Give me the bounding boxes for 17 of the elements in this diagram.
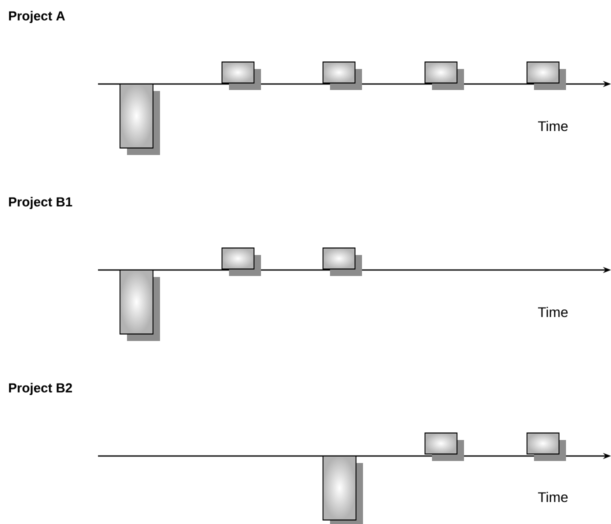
tall-box xyxy=(322,456,363,524)
axis-label: Time xyxy=(538,120,568,132)
small-box xyxy=(222,248,261,276)
small-box xyxy=(526,62,566,90)
row-title: Project A xyxy=(9,10,65,24)
tall-box xyxy=(120,84,160,155)
axis-label: Time xyxy=(538,306,568,318)
row-title: Project B1 xyxy=(9,196,72,210)
small-box xyxy=(526,432,566,461)
small-box xyxy=(222,62,261,90)
tall-box xyxy=(120,270,160,341)
axis-label: Time xyxy=(538,492,568,502)
small-box xyxy=(424,432,464,461)
row-title: Project B2 xyxy=(9,382,72,396)
small-box xyxy=(322,62,362,90)
small-box xyxy=(322,248,362,276)
small-box xyxy=(424,62,464,90)
